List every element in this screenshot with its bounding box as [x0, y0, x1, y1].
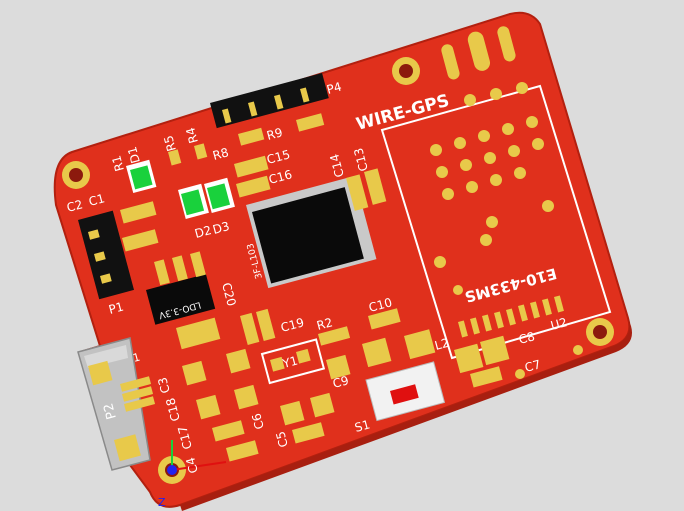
label-p4: P4: [325, 80, 343, 97]
label-c4: C4: [183, 456, 201, 475]
label-l2: L2: [433, 336, 450, 353]
connector-p2: [77, 337, 156, 471]
antenna-pads: [441, 26, 516, 80]
led-d1: [126, 159, 157, 194]
label-c8: C8: [517, 329, 536, 347]
led-d3: [204, 177, 235, 213]
label-c6: C6: [249, 412, 267, 431]
label-c9: C9: [331, 373, 350, 391]
label-pin1: 1: [131, 351, 141, 365]
label-c2: C2: [65, 197, 84, 215]
label-y1: Y1: [280, 354, 299, 372]
inductor-l2: [362, 329, 510, 374]
label-c18: C18: [163, 396, 183, 422]
label-c7: C7: [523, 357, 542, 375]
label-r9: R9: [265, 125, 284, 143]
header-p4: [209, 72, 329, 129]
label-c5: C5: [273, 430, 291, 449]
label-r5: R5: [161, 134, 179, 153]
axis-z-label: Z: [158, 496, 166, 509]
label-c19: C19: [279, 315, 305, 335]
gps-module: [380, 82, 612, 379]
label-d2: D2: [193, 223, 213, 241]
label-c20: C20: [219, 281, 239, 307]
label-c17: C17: [175, 424, 195, 450]
label-c16: C16: [267, 167, 293, 187]
label-d3: D3: [211, 219, 231, 237]
label-d1: D1: [125, 145, 143, 165]
label-c1: C1: [87, 191, 106, 209]
axis-gizmo: [167, 440, 227, 475]
led-d2: [178, 183, 209, 219]
header-p1: [78, 210, 134, 300]
label-c13: C13: [351, 146, 371, 172]
passive-components: [119, 113, 503, 462]
voltage-regulator: [146, 251, 221, 350]
mounting-hole-top: [392, 57, 420, 85]
crystal-y1: [260, 338, 326, 385]
label-u2: U2: [549, 315, 568, 333]
label-p2: P2: [101, 401, 120, 420]
label-r2: R2: [315, 315, 334, 333]
label-c14: C14: [327, 152, 347, 178]
label-c3: C3: [155, 376, 173, 395]
button-s1: [365, 361, 446, 422]
label-c15: C15: [265, 147, 291, 167]
label-r1: R1: [109, 154, 127, 173]
mounting-hole-left: [62, 161, 90, 189]
pcb-board-edge: [180, 318, 632, 511]
mcu-chip: [246, 176, 377, 289]
mounting-hole-right: [586, 318, 614, 346]
label-r4: R4: [183, 126, 201, 145]
label-c10: C10: [367, 295, 393, 315]
label-r8: R8: [211, 145, 230, 163]
label-p1: P1: [107, 300, 125, 317]
label-s1: S1: [353, 417, 371, 434]
